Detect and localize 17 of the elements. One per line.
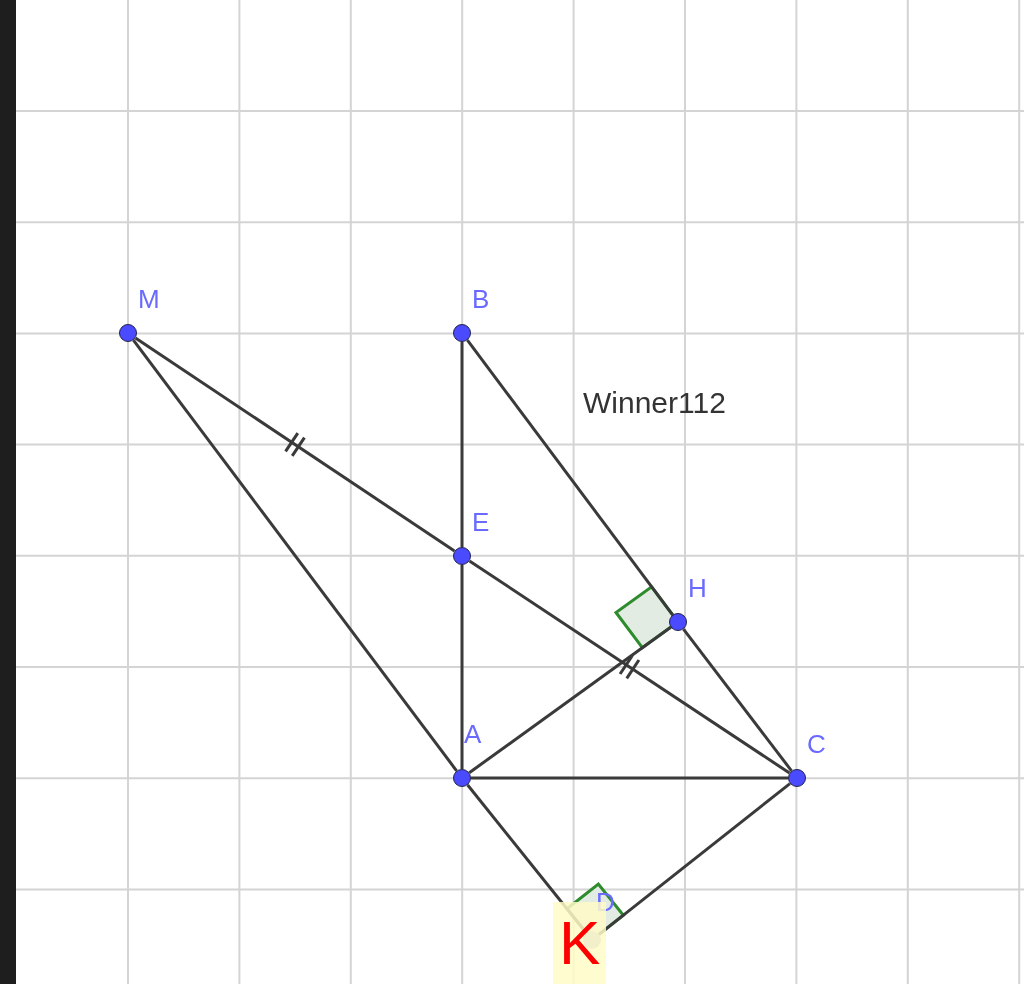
segment	[466, 339, 674, 616]
highlighted-letter: K	[553, 902, 607, 984]
point-label: B	[472, 285, 490, 313]
segment	[682, 628, 793, 772]
point-label: E	[472, 508, 490, 536]
segment	[132, 339, 458, 772]
segment	[471, 776, 788, 780]
signature-text: Winner112	[583, 386, 726, 420]
segment	[468, 626, 672, 774]
point-label: A	[464, 720, 482, 748]
segment	[460, 342, 464, 547]
point-label: M	[138, 285, 160, 313]
segment	[460, 565, 464, 769]
segment-with-tick-marks	[468, 559, 791, 775]
segment-with-tick-marks	[134, 336, 456, 553]
point-label: C	[807, 730, 826, 758]
point-label: H	[688, 574, 707, 602]
